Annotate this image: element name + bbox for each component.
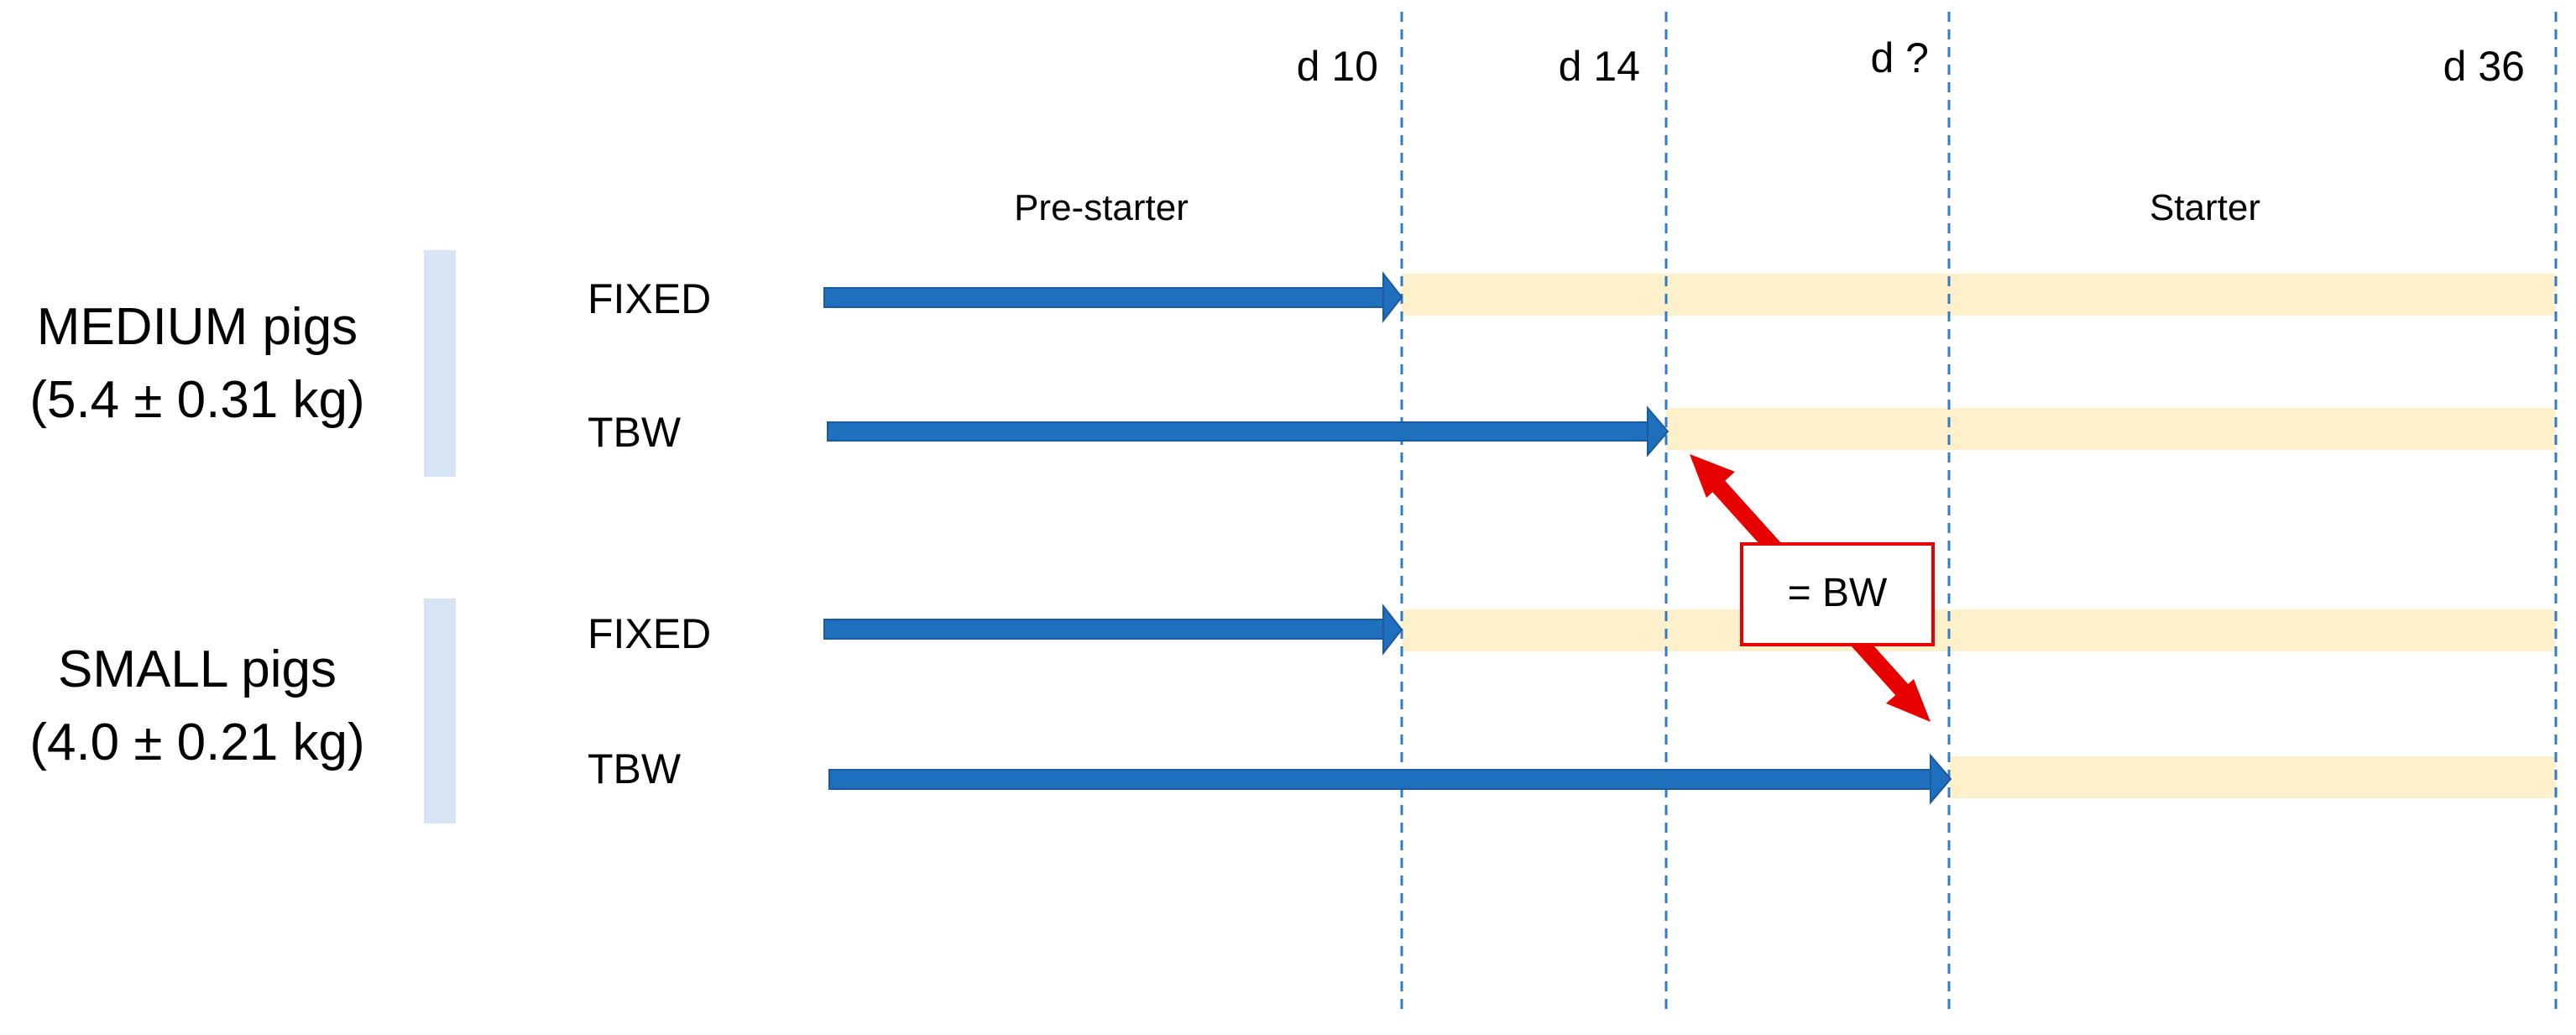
starter-bar-medium-tbw xyxy=(1666,408,2556,450)
group-bar-medium xyxy=(424,250,456,477)
treatment-label-medium-fixed: FIXED xyxy=(588,275,711,322)
equal-bw-box xyxy=(1740,542,1935,646)
group-name-medium: MEDIUM pigs xyxy=(37,298,358,356)
arrow-medium-tbw xyxy=(827,405,1669,457)
group-bar-small xyxy=(424,599,456,823)
timepoint-label-d10: d 10 xyxy=(1297,43,1378,90)
timepoint-label-d36: d 36 xyxy=(2443,43,2525,90)
timepoint-label-dq: d ? xyxy=(1870,34,1929,81)
starter-bar-medium-fixed xyxy=(1402,274,2556,316)
starter-bar-small-fixed xyxy=(1402,609,2556,651)
treatment-label-medium-tbw: TBW xyxy=(588,409,682,456)
arrow-small-fixed xyxy=(823,604,1403,656)
treatment-label-small-tbw: TBW xyxy=(588,745,682,792)
phase-label-pre-starter: Pre-starter xyxy=(1014,187,1189,228)
arrow-medium-fixed xyxy=(823,271,1403,323)
starter-bar-small-tbw xyxy=(1949,756,2556,798)
timepoint-label-d14: d 14 xyxy=(1559,43,1640,90)
arrow-small-tbw xyxy=(828,753,1952,805)
group-weight-medium: (5.4 ± 0.31 kg) xyxy=(29,371,364,429)
phase-label-starter: Starter xyxy=(2150,187,2260,228)
equal-bw-label: = BW xyxy=(1788,571,1888,615)
treatment-label-small-fixed: FIXED xyxy=(588,610,711,657)
group-name-small: SMALL pigs xyxy=(58,640,337,698)
group-weight-small: (4.0 ± 0.21 kg) xyxy=(29,714,364,771)
